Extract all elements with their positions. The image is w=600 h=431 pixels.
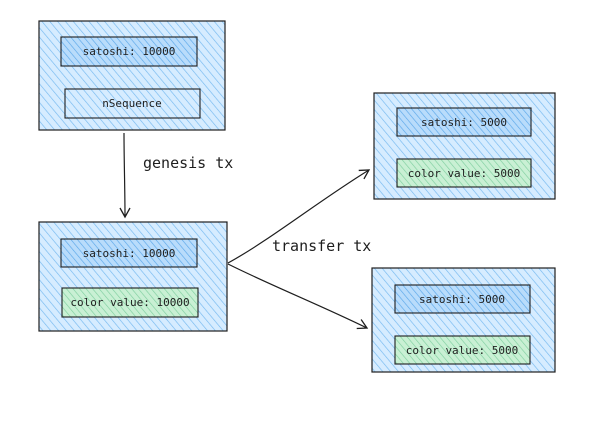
genesis-output-color-value-label: color value: 10000 bbox=[70, 296, 189, 309]
transfer-output-box-1: satoshi: 5000 color value: 5000 bbox=[373, 92, 556, 200]
transfer-output-2-satoshi: satoshi: 5000 bbox=[394, 284, 531, 314]
transfer-output-2-color-value: color value: 5000 bbox=[394, 335, 531, 365]
genesis-output-satoshi: satoshi: 10000 bbox=[60, 238, 198, 268]
transfer-output-1-satoshi: satoshi: 5000 bbox=[396, 107, 532, 137]
transfer-arrow-1 bbox=[227, 169, 371, 264]
genesis-input-satoshi-label: satoshi: 10000 bbox=[83, 45, 176, 58]
transfer-tx-label: transfer tx bbox=[272, 237, 371, 255]
genesis-arrow bbox=[119, 132, 131, 219]
transfer-output-1-color-value: color value: 5000 bbox=[396, 158, 532, 188]
genesis-output-satoshi-label: satoshi: 10000 bbox=[83, 247, 176, 260]
transfer-output-2-satoshi-label: satoshi: 5000 bbox=[419, 293, 505, 306]
transfer-output-1-satoshi-label: satoshi: 5000 bbox=[421, 116, 507, 129]
genesis-output-color-value: color value: 10000 bbox=[61, 287, 199, 318]
transfer-output-box-2: satoshi: 5000 color value: 5000 bbox=[371, 267, 556, 373]
genesis-tx-label: genesis tx bbox=[143, 154, 233, 172]
genesis-input-nsequence: nSequence bbox=[64, 88, 201, 119]
transfer-output-1-color-value-label: color value: 5000 bbox=[408, 167, 521, 180]
genesis-input-nsequence-label: nSequence bbox=[102, 97, 162, 110]
transfer-arrow-2 bbox=[227, 263, 369, 330]
genesis-output-box: satoshi: 10000 color value: 10000 bbox=[38, 221, 228, 332]
genesis-input-satoshi: satoshi: 10000 bbox=[60, 36, 198, 67]
transfer-output-2-color-value-label: color value: 5000 bbox=[406, 344, 519, 357]
genesis-input-box: satoshi: 10000 nSequence bbox=[38, 20, 226, 131]
